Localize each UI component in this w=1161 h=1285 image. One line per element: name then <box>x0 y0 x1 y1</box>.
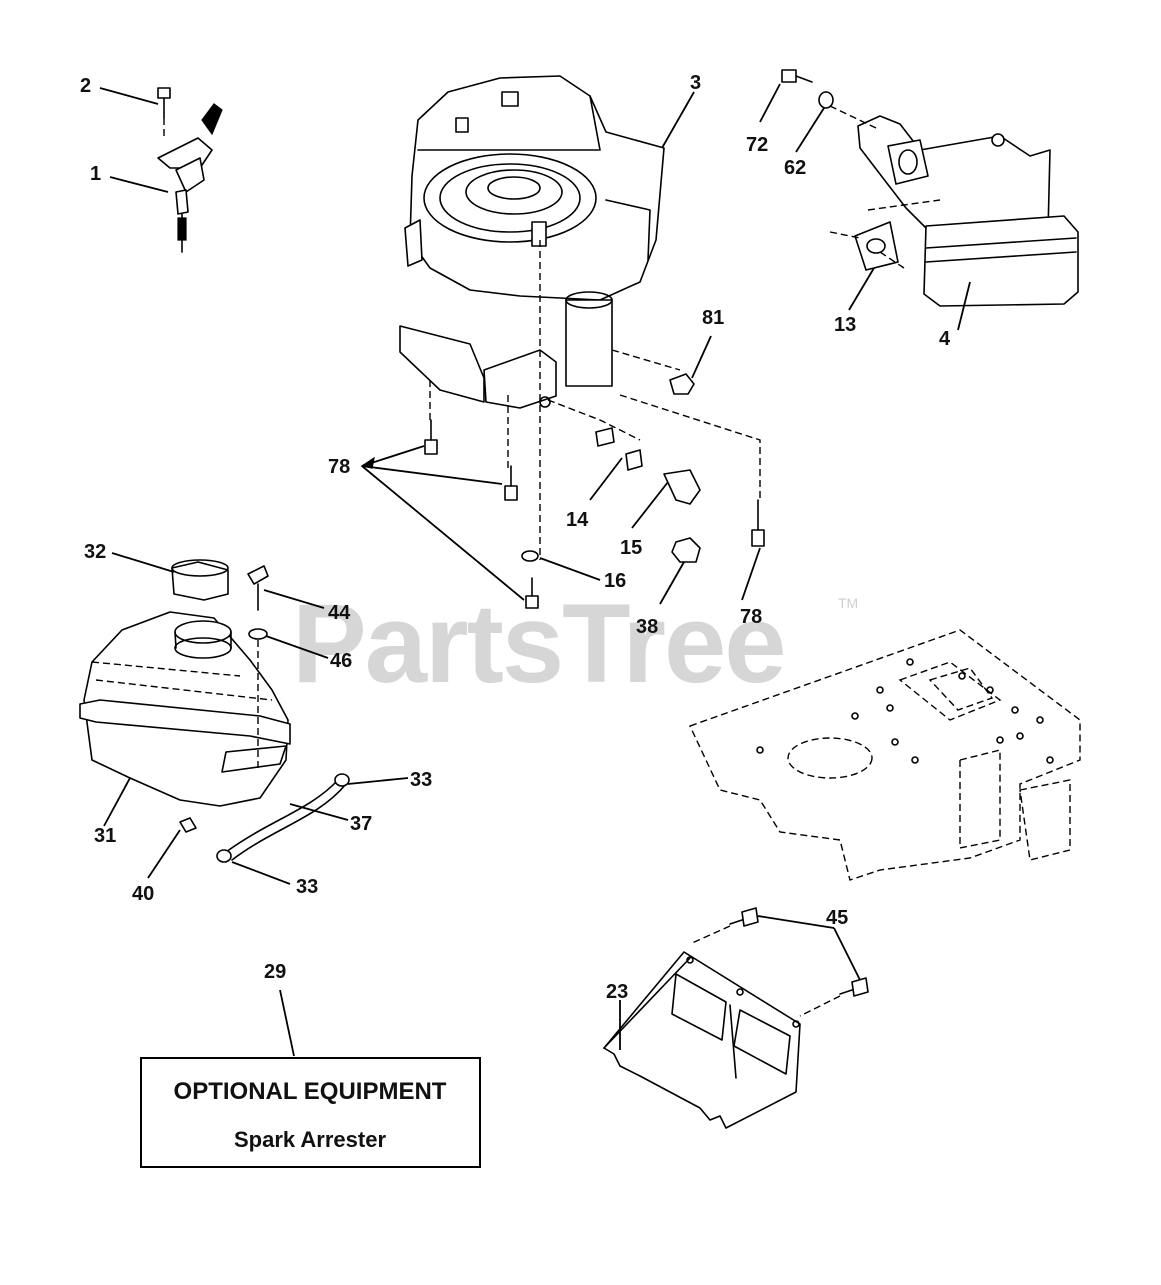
callout-31: 31 <box>94 825 116 847</box>
throttle-control-part[interactable] <box>157 87 223 253</box>
leader-lines <box>99 83 971 1057</box>
callout-numbers: 2 1 3 72 62 13 4 81 78 14 15 16 38 78 32… <box>80 72 951 1003</box>
chassis-plate-part[interactable] <box>689 629 1081 881</box>
optional-equipment-box: OPTIONAL EQUIPMENT Spark Arrester <box>140 1057 481 1168</box>
callout-16: 16 <box>604 570 626 592</box>
callout-46: 46 <box>330 650 352 672</box>
callout-2: 2 <box>80 75 91 97</box>
spark-arrester-label: Spark Arrester <box>234 1127 386 1152</box>
callout-23: 23 <box>606 981 628 1003</box>
callout-14: 14 <box>566 509 589 531</box>
callout-1: 1 <box>90 163 101 185</box>
callout-37: 37 <box>350 813 372 835</box>
callout-38: 38 <box>636 616 658 638</box>
callout-81: 81 <box>702 307 724 329</box>
optional-equipment-title: OPTIONAL EQUIPMENT <box>174 1078 447 1105</box>
trademark-symbol: TM <box>838 595 858 611</box>
engine-mount-bolts[interactable] <box>424 419 765 609</box>
callout-33-top: 33 <box>410 769 432 791</box>
fuel-tank-part[interactable] <box>79 559 291 807</box>
callout-78-left: 78 <box>328 456 350 478</box>
callout-33-bottom: 33 <box>296 876 318 898</box>
tank-screw-part[interactable] <box>247 565 269 768</box>
hardware-nuts[interactable] <box>521 373 701 563</box>
fuel-line-fittings[interactable] <box>595 427 701 505</box>
callout-62: 62 <box>784 157 806 179</box>
engine-part[interactable] <box>399 75 761 560</box>
callout-29: 29 <box>264 961 286 983</box>
callout-4: 4 <box>939 328 951 350</box>
callout-32: 32 <box>84 541 106 563</box>
muffler-part[interactable] <box>781 69 1079 307</box>
callout-72: 72 <box>746 134 768 156</box>
parts-tree-watermark: PartsTree <box>292 581 785 706</box>
callout-44: 44 <box>328 602 351 624</box>
callout-40: 40 <box>132 883 154 905</box>
callout-13: 13 <box>834 314 856 336</box>
callout-15: 15 <box>620 537 642 559</box>
fuel-line-part[interactable] <box>179 773 350 863</box>
callout-45: 45 <box>826 907 848 929</box>
callout-3: 3 <box>690 72 701 94</box>
heat-shield-part[interactable] <box>603 907 869 1129</box>
callout-78-right: 78 <box>740 606 762 628</box>
